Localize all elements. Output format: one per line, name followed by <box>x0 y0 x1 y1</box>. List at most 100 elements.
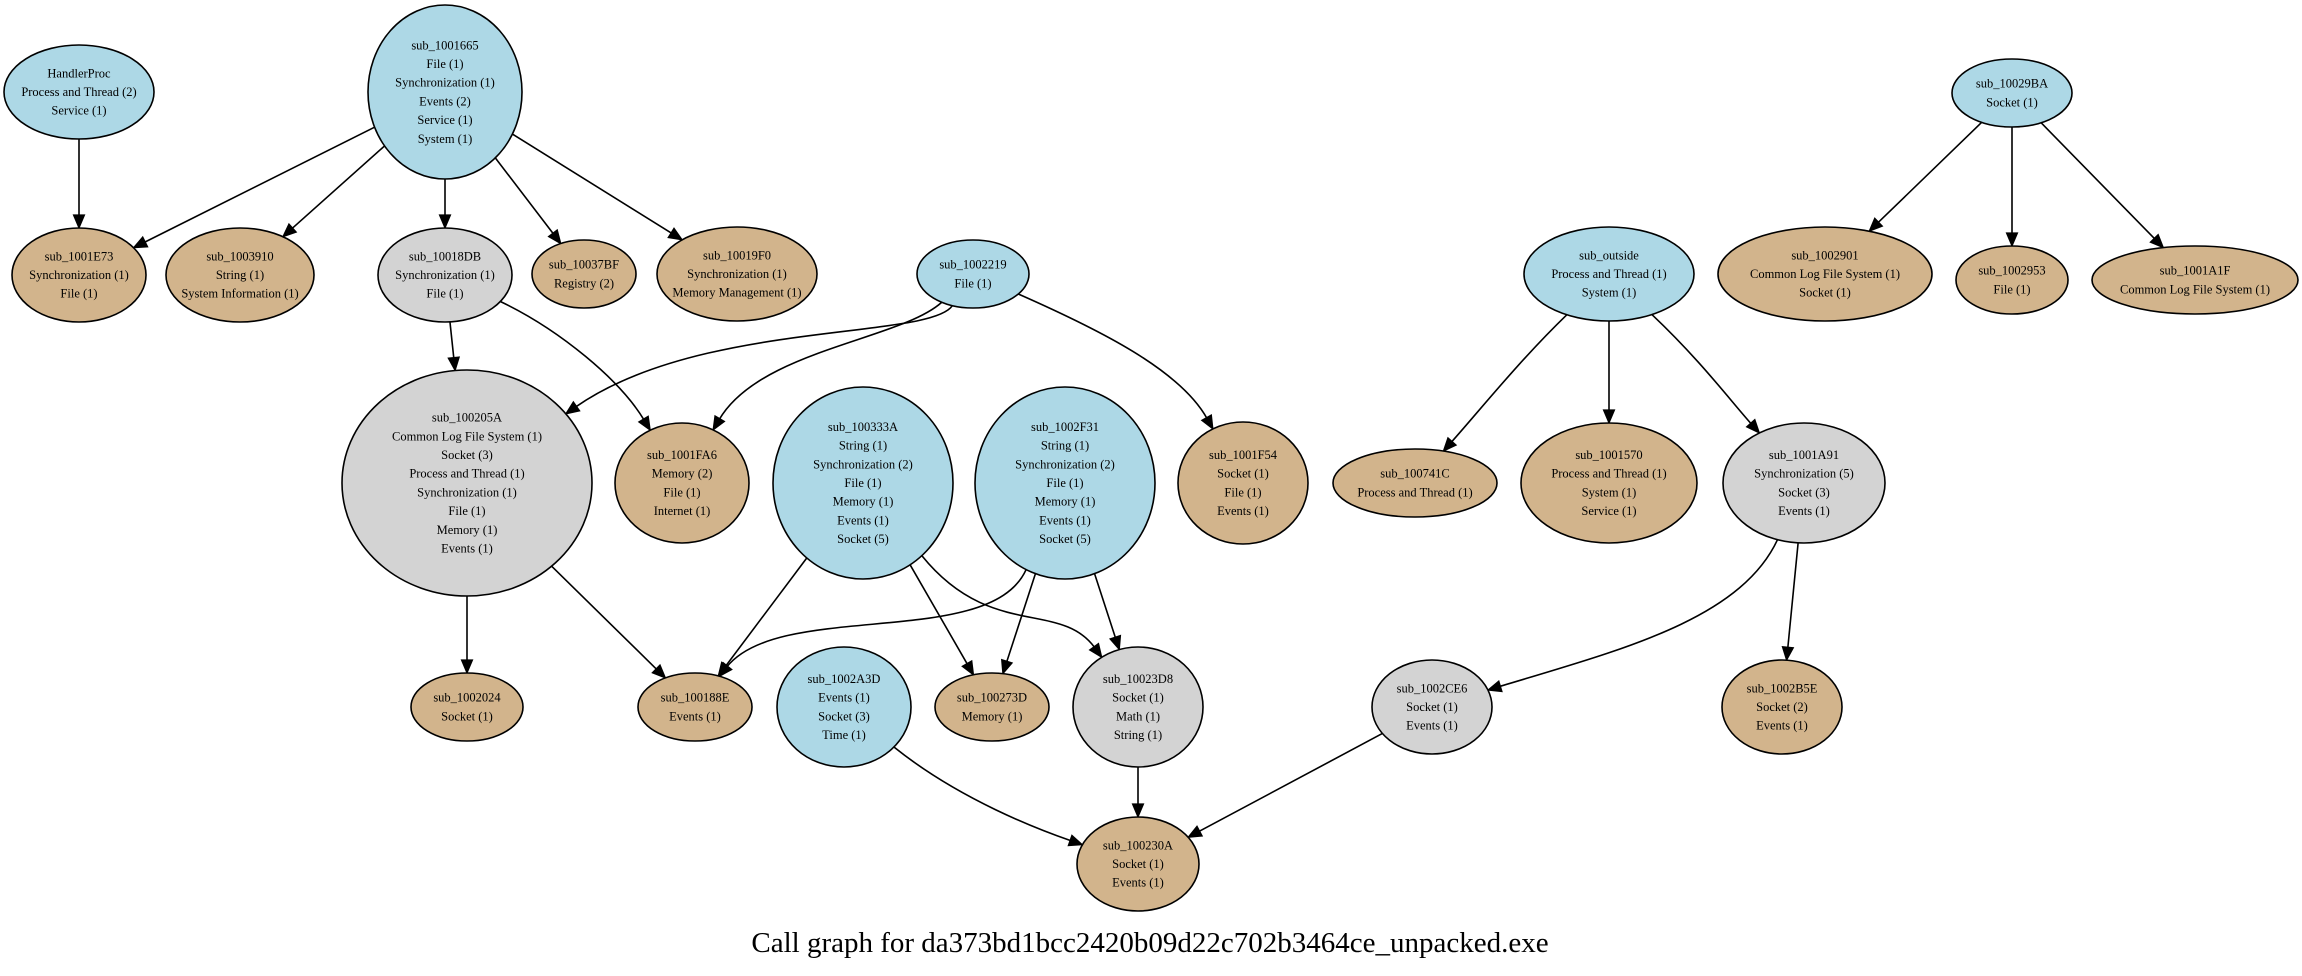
edge-line <box>1877 121 1983 224</box>
node-ellipse[interactable] <box>1332 448 1498 518</box>
node-api-category: Memory (1) <box>1035 495 1096 509</box>
node-api-category: System (1) <box>1582 286 1637 300</box>
node-api-category: Synchronization (2) <box>1015 457 1115 471</box>
node-name: sub_1001570 <box>1575 448 1642 462</box>
node-ellipse[interactable] <box>410 672 524 742</box>
node-ellipse[interactable] <box>916 239 1030 309</box>
node-ellipse[interactable] <box>367 4 523 180</box>
node-ellipse[interactable] <box>1523 226 1695 322</box>
node-ellipse[interactable] <box>1371 659 1493 755</box>
node-api-category: Service (1) <box>417 113 472 127</box>
node-name: sub_10023D8 <box>1103 672 1173 686</box>
edge-line <box>575 305 954 408</box>
edge-sub_1002A3D-to-sub_100230A <box>893 746 1084 847</box>
node-api-category: Events (1) <box>1217 504 1269 518</box>
node-ellipse[interactable] <box>531 239 637 309</box>
node-ellipse[interactable] <box>1520 422 1698 544</box>
node-ellipse[interactable] <box>614 422 750 544</box>
node-ellipse[interactable] <box>974 386 1156 580</box>
edge-sub_1002219-to-sub_100205A <box>564 305 954 415</box>
node-api-category: Socket (1) <box>1986 95 2038 109</box>
edge-line <box>1093 573 1117 639</box>
node-name: sub_1001FA6 <box>647 448 717 462</box>
node-ellipse[interactable] <box>11 227 147 323</box>
edge-line <box>909 564 969 665</box>
node-name: sub_1002901 <box>1791 248 1858 262</box>
node-ellipse[interactable] <box>3 44 155 140</box>
arrowhead-icon <box>637 415 652 432</box>
node-api-category: String (1) <box>1041 439 1089 453</box>
node-ellipse[interactable] <box>934 672 1050 742</box>
node-ellipse[interactable] <box>776 646 912 768</box>
node-ellipse[interactable] <box>165 227 315 323</box>
arrowhead-icon <box>961 659 975 677</box>
node-api-category: Process and Thread (1) <box>409 467 524 481</box>
node-ellipse[interactable] <box>1717 226 1933 322</box>
edge-line <box>1786 542 1799 649</box>
edge-sub_1002219-to-sub_1001FA6 <box>712 301 943 432</box>
node-ellipse[interactable] <box>1076 816 1200 912</box>
node-api-category: System Information (1) <box>181 287 298 301</box>
edge-sub_outside-to-sub_1001A91 <box>1651 313 1761 435</box>
node-ellipse[interactable] <box>637 672 753 742</box>
node-api-category: Memory Management (1) <box>672 286 801 300</box>
node-api-category: Process and Thread (2) <box>21 85 136 99</box>
node-name: sub_10018DB <box>409 249 481 263</box>
node-ellipse[interactable] <box>1177 421 1309 545</box>
edge-sub_100205A-to-sub_1002024 <box>460 596 474 675</box>
node-name: sub_1002F31 <box>1031 420 1099 434</box>
node-api-category: Common Log File System (1) <box>1750 267 1900 281</box>
node-ellipse[interactable] <box>656 226 818 322</box>
node-ellipse[interactable] <box>377 227 513 323</box>
node-name: sub_100273D <box>957 691 1027 705</box>
node-ellipse[interactable] <box>2091 245 2299 315</box>
node-ellipse[interactable] <box>341 369 593 597</box>
node-ellipse[interactable] <box>772 386 954 580</box>
arrowhead-icon <box>2149 233 2165 249</box>
node-ellipse[interactable] <box>1072 646 1204 768</box>
node-name: sub_100230A <box>1103 838 1173 852</box>
node-ellipse[interactable] <box>1951 58 2073 128</box>
node-api-category: Socket (5) <box>837 532 889 546</box>
node-api-category: Socket (2) <box>1756 700 1808 714</box>
node-name: sub_1002CE6 <box>1397 681 1468 695</box>
node-name: sub_1001A1F <box>2160 264 2231 278</box>
node-ellipse[interactable] <box>1721 659 1843 755</box>
arrowhead-icon <box>460 659 474 675</box>
node-name: sub_1003910 <box>206 249 273 263</box>
node-ellipse[interactable] <box>1722 422 1886 544</box>
arrowhead-icon <box>547 228 562 245</box>
node-ellipse[interactable] <box>1955 245 2069 315</box>
arrowhead-icon <box>1067 834 1084 847</box>
edges-layer <box>72 121 2165 847</box>
